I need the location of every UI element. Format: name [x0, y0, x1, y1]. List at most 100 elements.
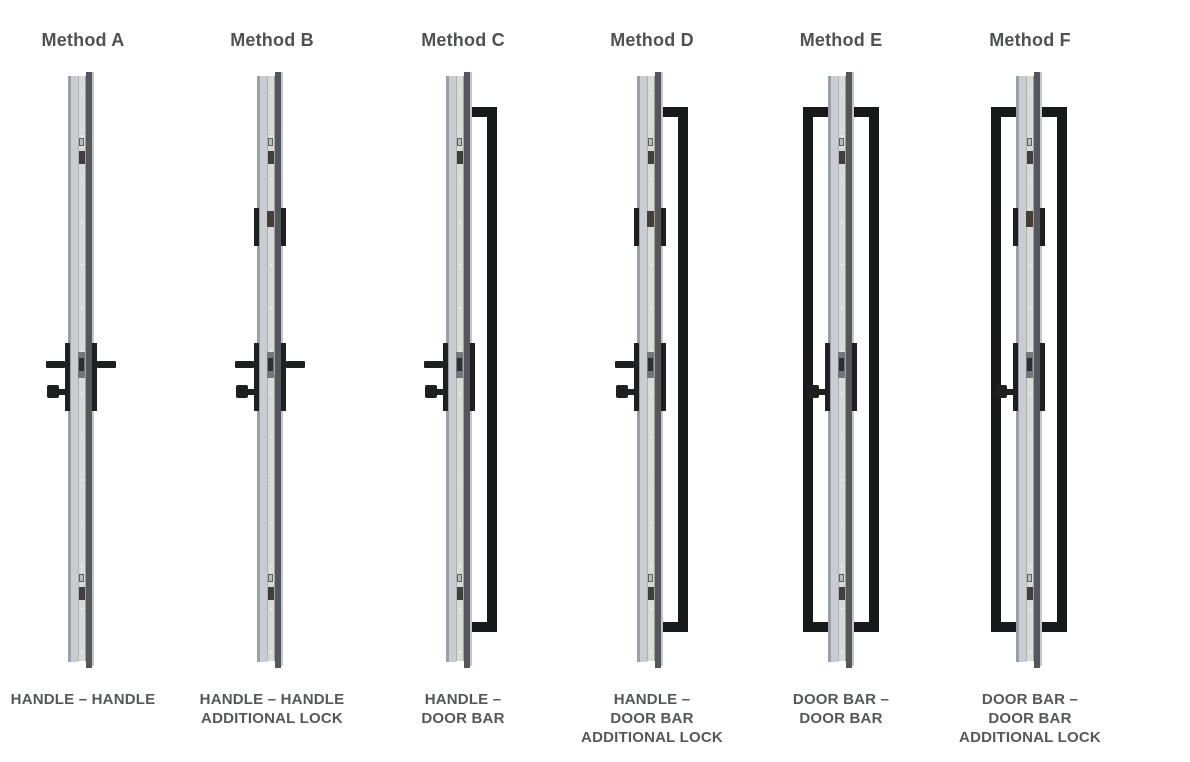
screw-dot: [1029, 565, 1031, 567]
screw-dot: [1029, 350, 1031, 352]
door-bar-right-shaft: [487, 107, 497, 632]
profile-light-strip: [831, 76, 838, 662]
additional-lock-block-right: [661, 208, 666, 246]
method-column-c: Method C: [368, 0, 558, 762]
screw-dot: [459, 92, 461, 94]
lock-cylinder-upper: [79, 138, 84, 146]
caption-line: ADDITIONAL LOCK: [959, 729, 1101, 746]
cylinder-knob: [616, 385, 628, 398]
screw-dot: [650, 307, 652, 309]
screw-dot: [270, 92, 272, 94]
screw-dot: [270, 565, 272, 567]
lock-cylinder-lower: [648, 574, 653, 582]
screw-dot: [270, 264, 272, 266]
screw-dot: [841, 608, 843, 610]
screw-dot: [1029, 92, 1031, 94]
lock-slot-middle-insert: [839, 358, 844, 371]
screw-dot: [841, 651, 843, 653]
screw-dot: [81, 307, 83, 309]
screw-dot: [841, 522, 843, 524]
door-bar-left-top-arm: [1001, 107, 1017, 117]
screw-dot: [81, 565, 83, 567]
door-profile-illustration: [368, 72, 558, 672]
method-title: Method D: [610, 30, 694, 50]
screw-dot: [1029, 479, 1031, 481]
lock-slot-middle-insert: [268, 358, 273, 371]
screw-dot: [650, 350, 652, 352]
screw-dot: [270, 393, 272, 395]
lock-case-upper: [457, 151, 463, 164]
door-bar-right-bottom-arm: [853, 622, 869, 632]
door-bar-right-shaft: [1057, 107, 1067, 632]
handle-plate-left: [65, 343, 70, 411]
lock-case-upper: [268, 151, 274, 164]
screw-dot: [1029, 651, 1031, 653]
caption-line: HANDLE –: [613, 691, 691, 708]
caption-line: HANDLE – HANDLE: [10, 691, 156, 708]
lock-cylinder-upper: [1027, 138, 1032, 146]
method-title: Method B: [230, 30, 314, 50]
screw-dot: [1029, 264, 1031, 266]
lock-slot-middle-insert: [79, 358, 84, 371]
caption-line: DOOR BAR –: [792, 691, 890, 708]
screw-dot: [1029, 436, 1031, 438]
additional-lock-block-left: [634, 208, 639, 246]
screw-dot: [459, 221, 461, 223]
handle-lever-right: [97, 361, 116, 368]
screw-dot: [270, 307, 272, 309]
lock-case-lower: [839, 587, 845, 600]
cylinder-knob: [425, 385, 437, 398]
screw-dot: [81, 264, 83, 266]
cylinder-knob: [995, 385, 1007, 398]
screw-dot: [270, 608, 272, 610]
lock-cylinder-upper: [648, 138, 653, 146]
screw-dot: [841, 479, 843, 481]
lock-slot-middle-insert: [648, 358, 653, 371]
method-column-a: Method A: [0, 0, 178, 762]
lock-case-upper: [1027, 151, 1033, 164]
caption-line: DOOR BAR: [610, 710, 694, 727]
method-column-e: Method E: [746, 0, 936, 762]
screw-dot: [650, 608, 652, 610]
method-column-b: Method B: [177, 0, 367, 762]
handle-plate-right: [1040, 343, 1045, 411]
screw-dot: [270, 178, 272, 180]
caption-line: ADDITIONAL LOCK: [581, 729, 723, 746]
additional-lock-block-left: [254, 208, 259, 246]
lock-case-lower: [79, 587, 85, 600]
lock-case-lower: [648, 587, 654, 600]
handle-plate-left: [825, 343, 830, 411]
lock-case-upper: [79, 151, 85, 164]
handle-lever-left: [424, 361, 443, 368]
door-profile-stage: [934, 72, 1124, 672]
method-title: Method E: [799, 30, 883, 50]
additional-lock-block-left: [1013, 208, 1018, 246]
screw-dot: [459, 135, 461, 137]
handle-plate-left: [634, 343, 639, 411]
handle-plate-right: [281, 343, 286, 411]
door-bar-right-bottom-arm: [1041, 622, 1057, 632]
door-bar-right-top-arm: [853, 107, 869, 117]
screw-dot: [1029, 522, 1031, 524]
screw-dot: [650, 565, 652, 567]
screw-dot: [81, 393, 83, 395]
lock-case-upper: [648, 151, 654, 164]
door-profile-illustration: [177, 72, 367, 672]
door-bar-right-top-arm: [662, 107, 678, 117]
handle-lever-left: [615, 361, 634, 368]
method-caption: HANDLE – DOOR BAR ADDITIONAL LOCK: [557, 690, 747, 747]
screw-dot: [650, 264, 652, 266]
door-profile-stage: [555, 72, 745, 672]
handle-plate-left: [254, 343, 259, 411]
cylinder-knob-stem: [818, 389, 826, 395]
lock-cylinder-lower: [457, 574, 462, 582]
screw-dot: [81, 436, 83, 438]
screw-dot: [650, 522, 652, 524]
method-column-d: Method D: [557, 0, 747, 762]
screw-dot: [841, 178, 843, 180]
handle-plate-right: [470, 343, 475, 411]
profile-light-strip: [1019, 76, 1026, 662]
profile-light-strip: [449, 76, 456, 662]
method-title: Method F: [989, 30, 1071, 50]
screw-dot: [459, 651, 461, 653]
